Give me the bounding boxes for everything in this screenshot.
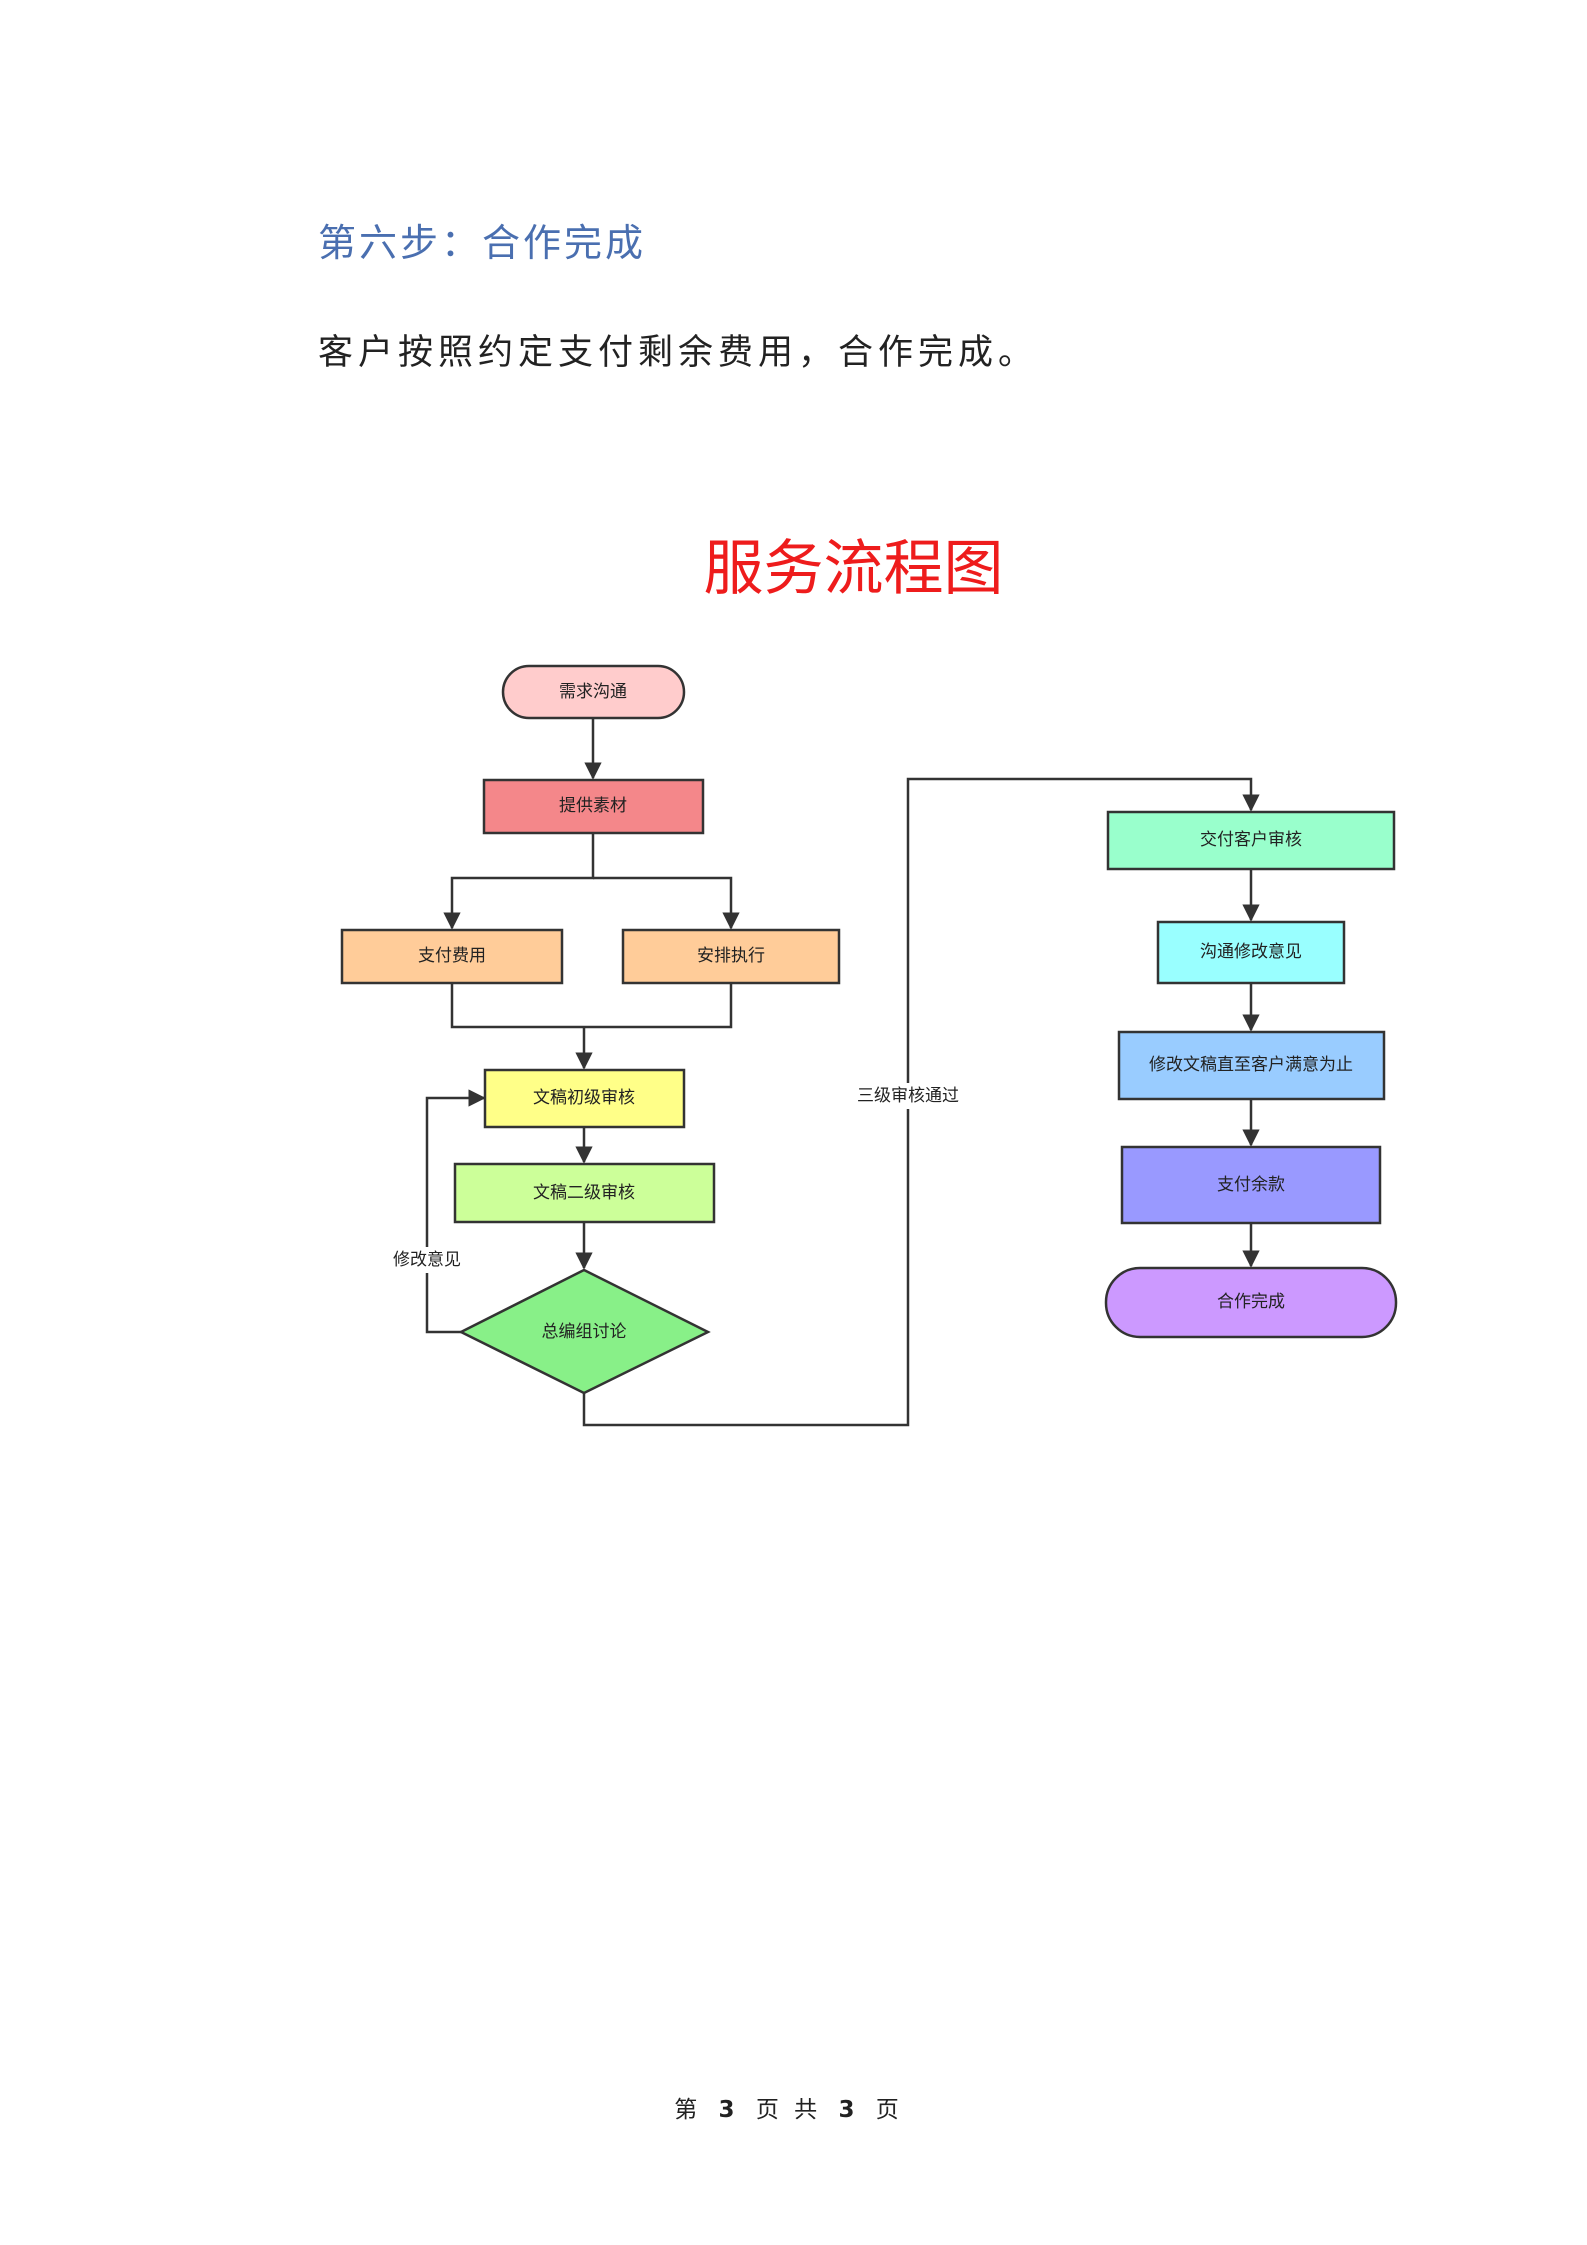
step-heading: 第六步：合作完成: [318, 221, 647, 265]
node-n4-label: 安排执行: [697, 946, 765, 966]
footer-suffix: 页: [875, 2097, 903, 2123]
footer-middle: 页 共: [755, 2097, 822, 2123]
node-n11-label: 支付余款: [1217, 1175, 1285, 1195]
node-n3-label: 支付费用: [418, 946, 486, 966]
edge-n2-split: [443, 833, 595, 930]
footer-prefix: 第: [674, 2097, 702, 2123]
step-body-text: 客户按照约定支付剩余费用，合作完成。: [318, 333, 1039, 373]
node-n9-shape: [1156, 920, 1346, 985]
footer-total-pages: 3: [838, 2097, 859, 2123]
node-n9-label: 沟通修改意见: [1200, 942, 1302, 962]
node-n2-shape: [482, 778, 705, 835]
flowchart-title: 服务流程图: [703, 534, 1004, 604]
edge-label-pass: 三级审核通过: [857, 1086, 959, 1106]
node-n5-label: 文稿初级审核: [533, 1088, 635, 1108]
node-n10-shape: [1117, 1030, 1386, 1101]
page-footer: 第 3 页 共 3 页: [0, 2090, 1582, 2124]
edge-label-feedback: 修改意见: [393, 1250, 461, 1270]
node-n1-shape: [501, 664, 686, 720]
node-n4-shape: [621, 928, 841, 985]
footer-page-number: 3: [718, 2097, 739, 2123]
edge-n2-n4: [593, 876, 740, 930]
node-n8-label: 交付客户审核: [1200, 830, 1302, 850]
node-n10-label: 修改文稿直至客户满意为止: [1149, 1055, 1353, 1075]
node-n11-shape: [1120, 1145, 1382, 1225]
edge-n3-merge: [450, 983, 733, 1029]
node-n6-label: 文稿二级审核: [533, 1183, 635, 1203]
node-n7-shape: [458, 1268, 711, 1395]
node-n5-shape: [483, 1068, 686, 1129]
node-n2-label: 提供素材: [559, 796, 627, 816]
node-n1-label: 需求沟通: [559, 682, 627, 702]
node-n8-shape: [1106, 810, 1396, 871]
node-n6-shape: [453, 1162, 716, 1224]
node-n7-label: 总编组讨论: [542, 1322, 627, 1342]
node-n12-shape: [1104, 1266, 1398, 1339]
node-n3-shape: [340, 928, 564, 985]
node-n12-label: 合作完成: [1217, 1292, 1285, 1312]
edge-feedback: [425, 1089, 486, 1334]
